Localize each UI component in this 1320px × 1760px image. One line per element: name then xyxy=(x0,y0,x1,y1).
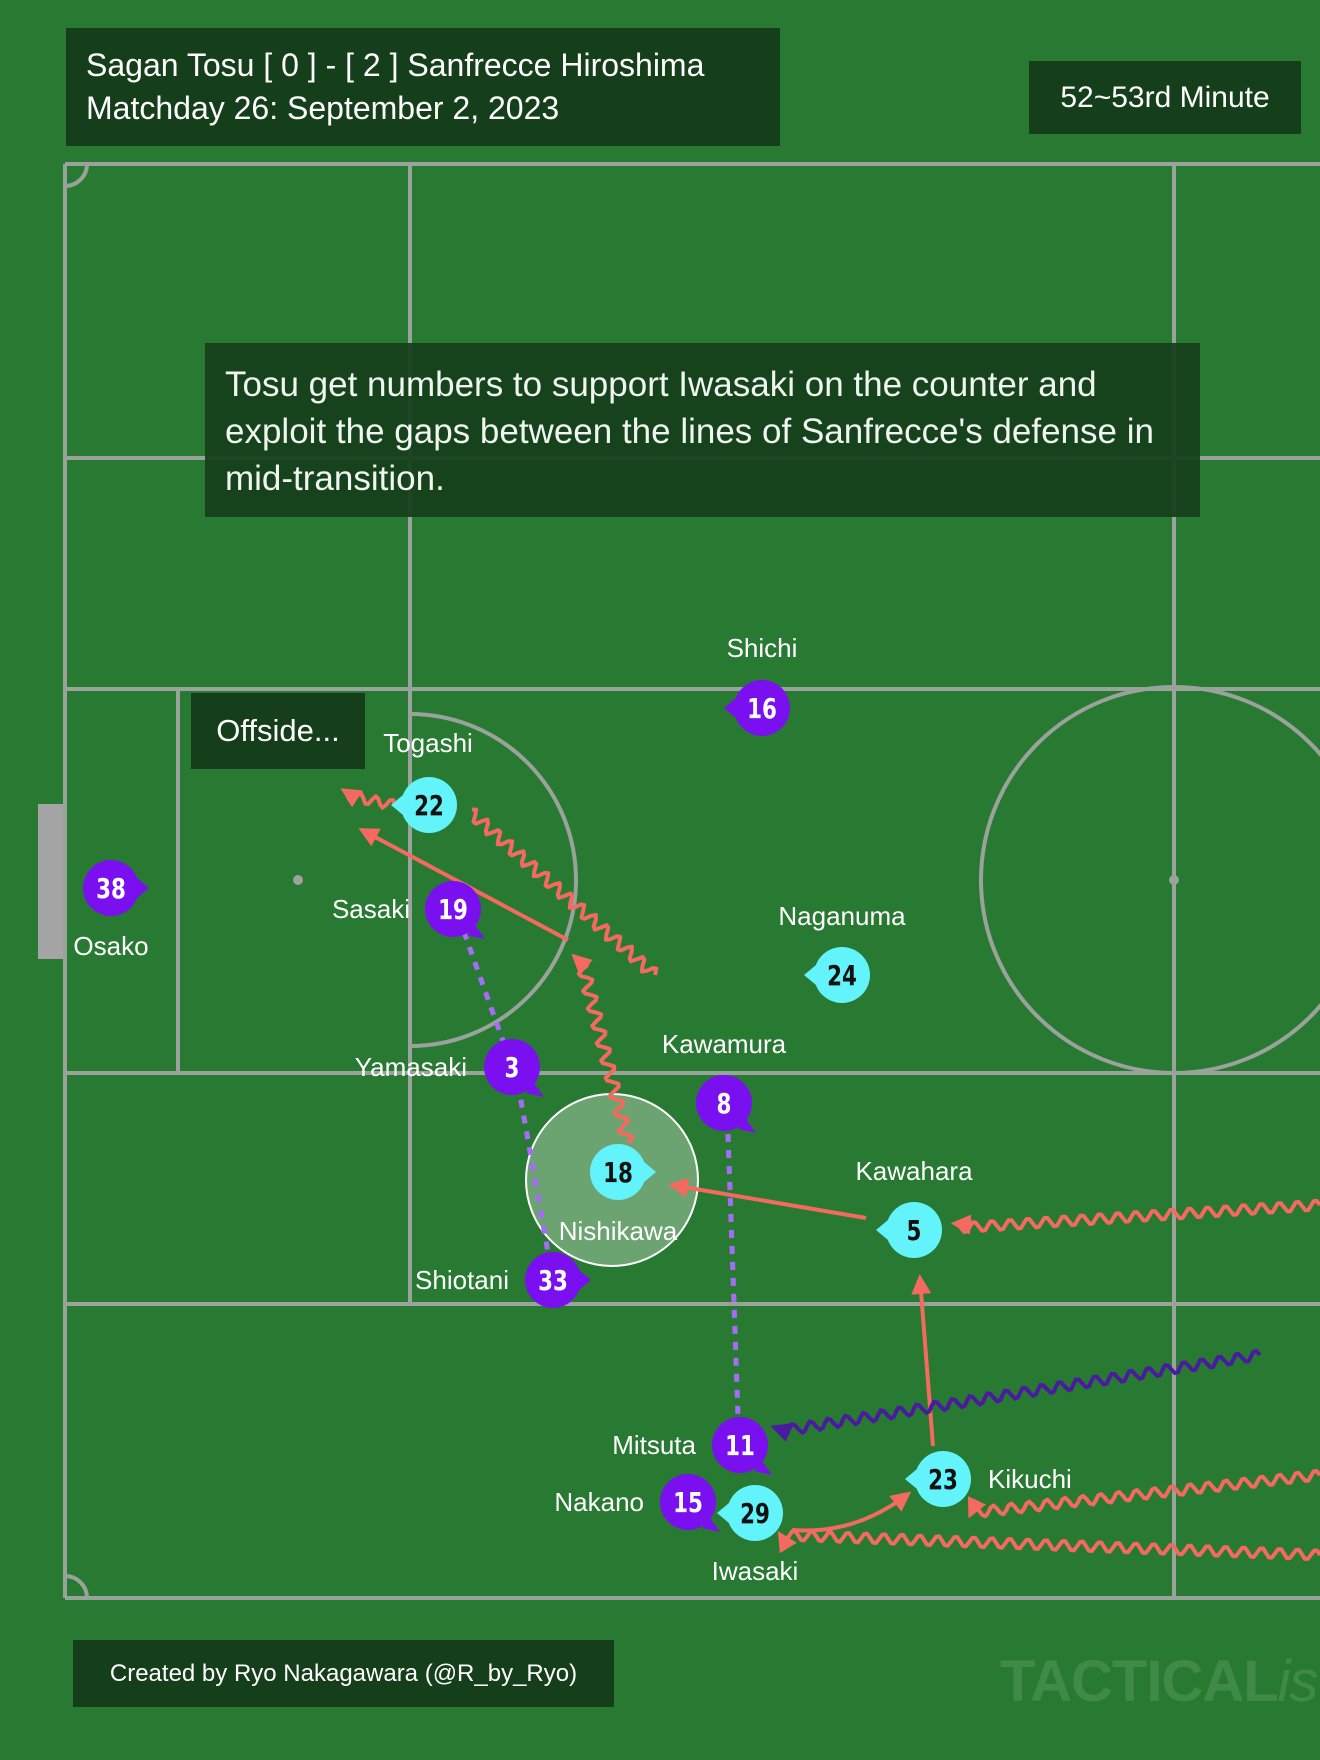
player-number: 38 xyxy=(96,873,126,905)
player-marker-kawamura: 8 xyxy=(696,1075,756,1133)
player-marker-kawahara: 5 xyxy=(876,1202,942,1258)
player-name-shichi: Shichi xyxy=(727,633,798,663)
minute-label: 52~53rd Minute xyxy=(1029,61,1301,134)
player-dot xyxy=(525,1252,581,1308)
player-dot xyxy=(886,1202,942,1258)
player-name-shiotani: Shiotani xyxy=(415,1265,509,1295)
facing-arrow xyxy=(804,965,816,985)
player-number: 3 xyxy=(505,1052,520,1084)
facing-arrow xyxy=(876,1220,888,1240)
match-date-line: Matchday 26: September 2, 2023 xyxy=(86,90,560,126)
player-number: 8 xyxy=(717,1088,732,1120)
wavy-run-togashi-start xyxy=(340,788,397,810)
player-marker-yamasaki: 3 xyxy=(484,1039,544,1097)
player-number: 11 xyxy=(725,1430,755,1462)
player-marker-nishikawa: 18 xyxy=(590,1144,656,1200)
player-marker-naganuma: 24 xyxy=(804,947,870,1003)
watermark-logo: TACTICALista xyxy=(1000,1649,1320,1714)
player-name-togashi: Togashi xyxy=(383,728,473,758)
player-marker-iwasaki: 29 xyxy=(717,1485,783,1541)
pass-arrow-kawahara-nishikawa xyxy=(668,1177,867,1220)
facing-arrow xyxy=(702,1518,720,1532)
wavy-run-mitsuta xyxy=(770,1349,1262,1442)
center-spot xyxy=(1169,875,1179,885)
player-marker-togashi: 22 xyxy=(391,777,457,833)
player-dot xyxy=(425,881,481,937)
facing-arrow xyxy=(137,878,149,898)
facing-arrow xyxy=(391,795,403,815)
facing-arrow xyxy=(526,1083,544,1097)
wavy-run-nishikawa xyxy=(571,953,635,1145)
credit-label: Created by Ryo Nakagawara (@R_by_Ryo) xyxy=(73,1640,614,1707)
player-number: 29 xyxy=(740,1498,770,1530)
facing-arrow xyxy=(754,1461,772,1475)
pass-arrow-kikuchi-kawahara xyxy=(911,1274,935,1447)
player-marker-kikuchi: 23 xyxy=(905,1451,971,1507)
facing-arrow xyxy=(717,1503,729,1523)
penalty-spot xyxy=(293,875,303,885)
player-number: 16 xyxy=(747,693,777,725)
player-number: 19 xyxy=(438,894,468,926)
facing-arrow xyxy=(644,1162,656,1182)
caption-box: Tosu get numbers to support Iwasaki on t… xyxy=(205,343,1200,517)
player-name-mitsuta: Mitsuta xyxy=(612,1430,696,1460)
player-name-kikuchi: Kikuchi xyxy=(988,1464,1072,1494)
player-marker-shiotani: 33 xyxy=(525,1252,591,1308)
wavy-run-iwasaki xyxy=(777,1528,1320,1561)
dotted-link-kawamura-mitsuta xyxy=(725,1133,741,1417)
player-dot xyxy=(696,1075,752,1131)
player-marker-osako: 38 xyxy=(83,860,149,916)
player-name-naganuma: Naganuma xyxy=(778,901,906,931)
player-dot xyxy=(727,1485,783,1541)
facing-arrow xyxy=(738,1119,756,1133)
pass-arrow-iwasaki-kikuchi xyxy=(791,1491,912,1533)
player-marker-mitsuta: 11 xyxy=(712,1417,772,1475)
facing-arrow xyxy=(579,1270,591,1290)
player-dot xyxy=(590,1144,646,1200)
wavy-run-togashi xyxy=(471,807,659,976)
player-name-sasaki: Sasaki xyxy=(332,894,410,924)
wavy-run-kawahara xyxy=(950,1198,1320,1235)
match-title-box: Sagan Tosu [ 0 ] - [ 2 ] Sanfrecce Hiros… xyxy=(66,28,780,146)
player-dot xyxy=(83,860,139,916)
dotted-link-yamasaki-shiotani xyxy=(515,1083,551,1253)
player-marker-nakano: 15 xyxy=(660,1474,720,1532)
player-number: 33 xyxy=(538,1265,568,1297)
player-marker-shichi: 16 xyxy=(724,680,790,736)
player-name-kawahara: Kawahara xyxy=(855,1156,973,1186)
player-name-yamasaki: Yamasaki xyxy=(355,1052,467,1082)
player-dot xyxy=(484,1039,540,1095)
offside-label: Offside... xyxy=(191,693,365,769)
facing-arrow xyxy=(467,925,485,939)
facing-arrow xyxy=(724,698,736,718)
player-name-nishikawa: Nishikawa xyxy=(559,1216,678,1246)
player-name-kawamura: Kawamura xyxy=(662,1029,787,1059)
player-number: 23 xyxy=(928,1464,958,1496)
facing-arrow xyxy=(905,1469,917,1489)
player-dot xyxy=(660,1474,716,1530)
player-number: 22 xyxy=(414,790,444,822)
player-dot xyxy=(401,777,457,833)
player-name-iwasaki: Iwasaki xyxy=(712,1556,799,1586)
player-marker-sasaki: 19 xyxy=(425,881,485,939)
player-dot xyxy=(915,1451,971,1507)
goal xyxy=(38,804,63,959)
player-dot xyxy=(814,947,870,1003)
player-number: 15 xyxy=(673,1487,703,1519)
player-name-osako: Osako xyxy=(73,931,148,961)
player-number: 5 xyxy=(907,1215,922,1247)
player-number: 18 xyxy=(603,1157,633,1189)
player-dot xyxy=(734,680,790,736)
player-number: 24 xyxy=(827,960,857,992)
wavy-run-kikuchi xyxy=(967,1469,1320,1519)
match-score-line: Sagan Tosu [ 0 ] - [ 2 ] Sanfrecce Hiros… xyxy=(86,47,705,83)
player-dot xyxy=(712,1417,768,1473)
player-name-nakano: Nakano xyxy=(554,1487,644,1517)
